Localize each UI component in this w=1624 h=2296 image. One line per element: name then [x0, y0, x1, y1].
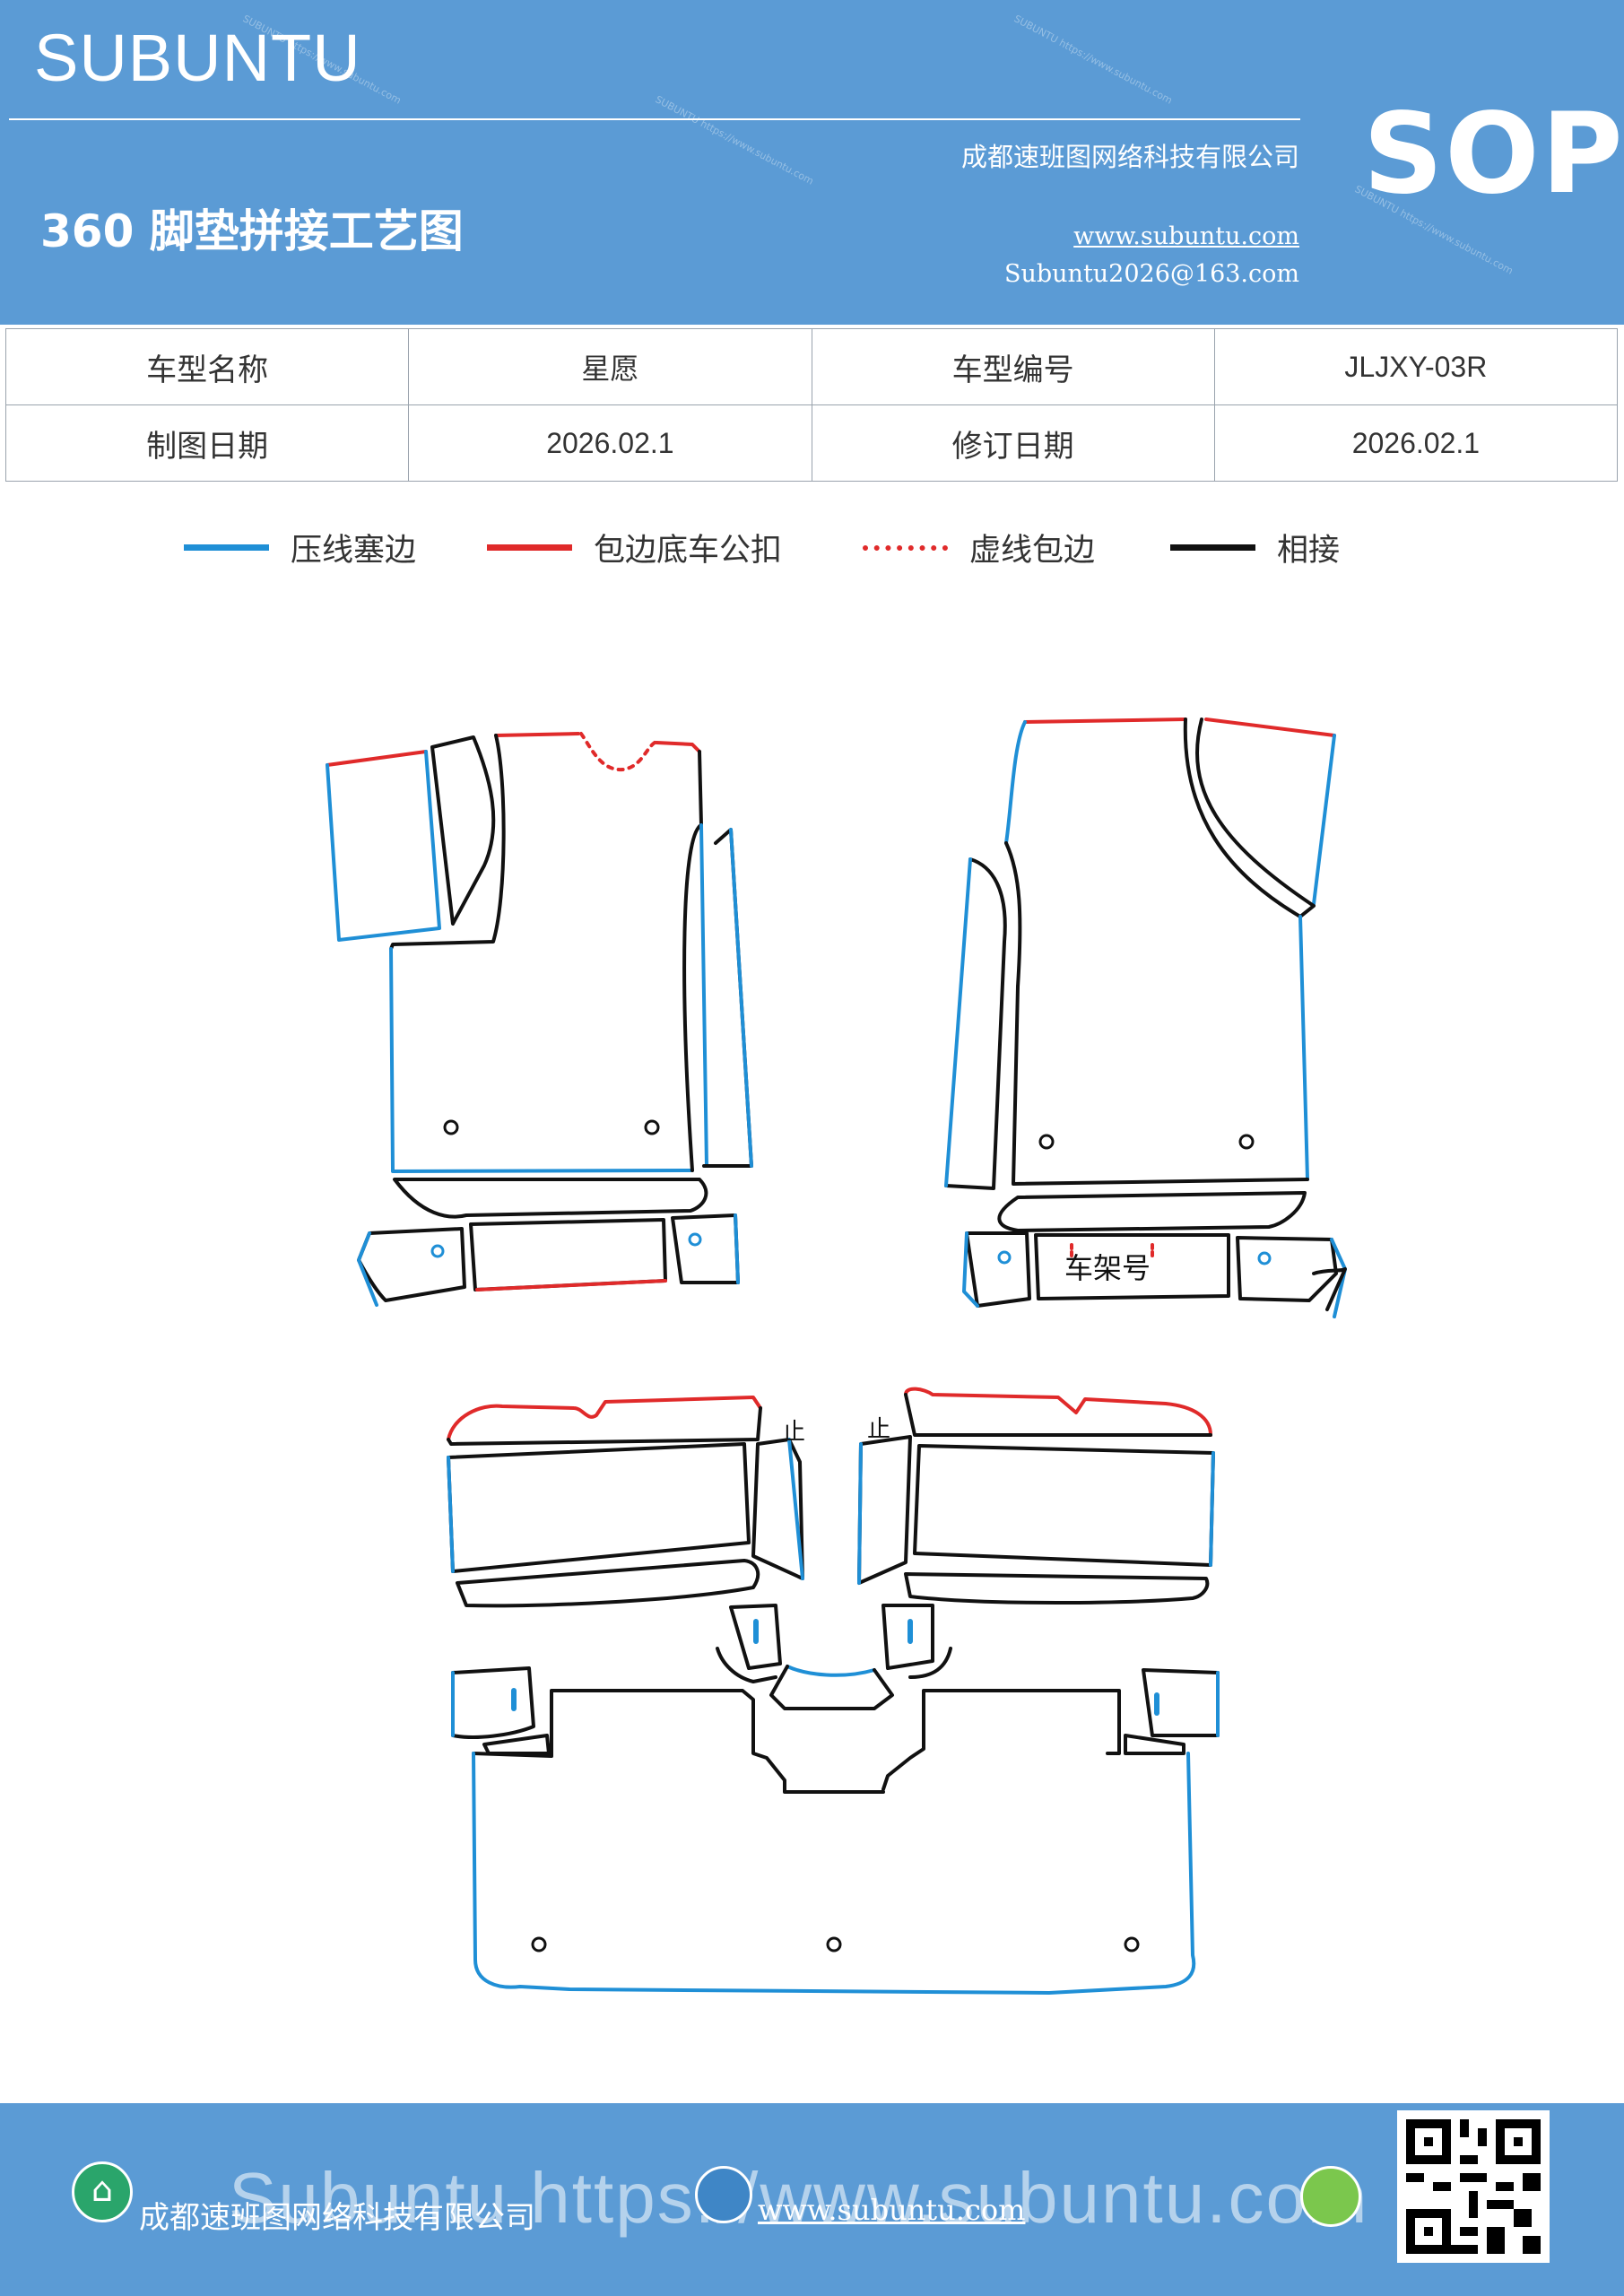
red-dotted-swatch: [863, 544, 948, 551]
legend-item-joint: 相接: [1170, 525, 1340, 570]
header-divider: [9, 118, 1300, 120]
blue-line-swatch: [184, 544, 269, 551]
wechat-icon: [1300, 2166, 1361, 2227]
sop-badge: SOP: [1363, 90, 1624, 219]
floor-mat-diagram: 车架号 止 止: [326, 718, 1347, 1995]
footer-website-link[interactable]: www.subuntu.com: [758, 2193, 1026, 2227]
model-name-label: 车型名称: [4, 328, 410, 405]
stop-mark-right: 止: [867, 1416, 890, 1443]
legend-label: 包边底车公扣: [594, 533, 783, 569]
legend-item-dotted-edge: 虚线包边: [863, 525, 1095, 570]
vehicle-info-table: 车型名称 星愿 车型编号 JLJXY-03R 制图日期 2026.02.1 修订…: [4, 328, 1619, 482]
page-title: 360 脚垫拼接工艺图: [40, 205, 464, 257]
rear-mats: [447, 1387, 1220, 1995]
model-name-value: 星愿: [408, 328, 812, 405]
drawing-date-label: 制图日期: [4, 404, 410, 482]
legend-label: 压线塞边: [291, 533, 417, 569]
email-address: Subuntu2026@163.com: [1004, 260, 1299, 288]
revision-date-label: 修订日期: [811, 404, 1215, 482]
legend-item-edge-buckle: 包边底车公扣: [487, 525, 782, 570]
legend-label: 虚线包边: [969, 533, 1096, 569]
website-link[interactable]: www.subuntu.com: [1073, 222, 1299, 250]
qr-code-icon[interactable]: [1397, 2110, 1550, 2263]
stop-mark-left: 止: [782, 1419, 805, 1446]
revision-date-value: 2026.02.1: [1213, 404, 1619, 482]
company-name: 成都速班图网络科技有限公司: [960, 142, 1299, 172]
model-code-value: JLJXY-03R: [1213, 328, 1619, 405]
footer-company: 成都速班图网络科技有限公司: [139, 2200, 535, 2236]
table-row: 制图日期 2026.02.1 修订日期 2026.02.1: [4, 404, 1619, 482]
header-banner: SUBUNTU https://www.subuntu.com SUBUNTU …: [0, 0, 1624, 325]
legend-label: 相接: [1277, 533, 1341, 569]
front-left-mat: [326, 732, 753, 1307]
footer-overlay-text: Subuntu https://www.subuntu.com: [229, 2158, 1369, 2238]
table-row: 车型名称 星愿 车型编号 JLJXY-03R: [4, 328, 1619, 405]
black-line-swatch: [1170, 544, 1255, 551]
drawing-date-value: 2026.02.1: [408, 404, 812, 482]
footer-banner: Subuntu https://www.subuntu.com 成都速班图网络科…: [0, 2103, 1624, 2296]
line-legend: 压线塞边 包边底车公扣 虚线包边 相接: [0, 525, 1624, 570]
watermark: SUBUNTU https://www.subuntu.com: [1012, 13, 1175, 107]
red-line-swatch: [487, 544, 572, 551]
legend-item-press-line: 压线塞边: [184, 525, 416, 570]
model-code-label: 车型编号: [811, 328, 1215, 405]
brand-name: SUBUNTU: [34, 21, 361, 95]
building-icon: [72, 2161, 133, 2222]
globe-icon: [695, 2166, 752, 2223]
watermark: SUBUNTU https://www.subuntu.com: [653, 93, 816, 187]
frame-number-label: 车架号: [1064, 1251, 1151, 1285]
front-right-mat: [944, 718, 1347, 1318]
